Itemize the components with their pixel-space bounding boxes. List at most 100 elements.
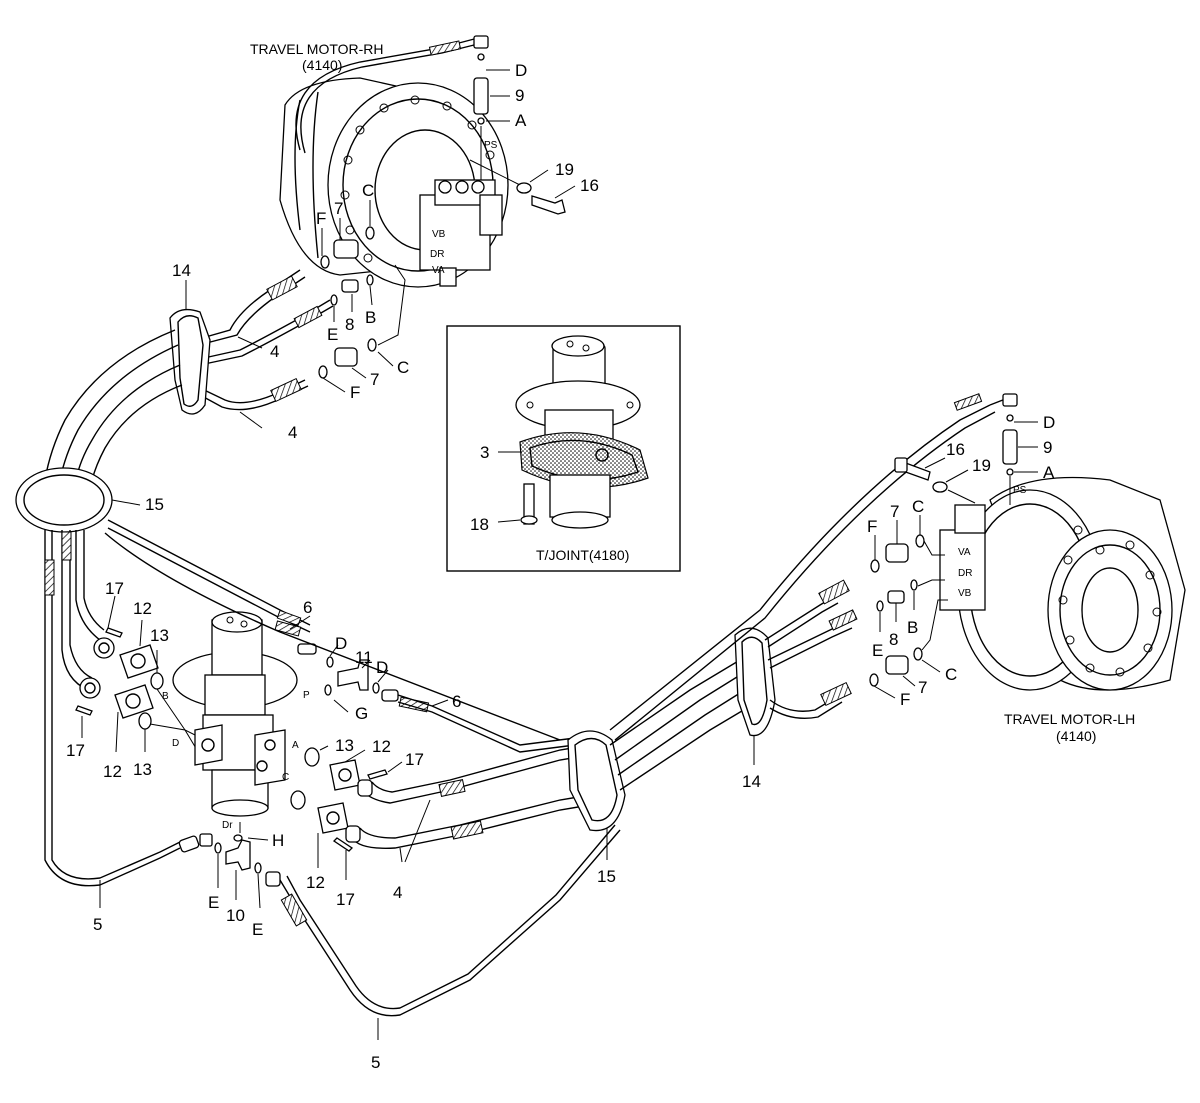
seal-d-rh — [477, 53, 485, 61]
callout-lh-9: 9 — [1043, 438, 1052, 457]
bolt-17-b — [75, 705, 93, 716]
motor-rh-bolt-circle — [340, 95, 495, 263]
callout-lh-c: C — [945, 665, 957, 684]
clamp-14-rh — [169, 308, 211, 415]
tee-10 — [225, 839, 251, 871]
oring-13-a — [150, 672, 164, 690]
washer-19-lh — [932, 481, 948, 493]
clamp-15-left — [15, 467, 113, 533]
motor-lh-title: TRAVEL MOTOR-LH — [1004, 711, 1135, 727]
callout-17-a: 17 — [105, 579, 124, 598]
fitting-7-lh-top — [885, 543, 909, 563]
callout-rh-7-top: 7 — [334, 199, 343, 218]
motor-lh-code: (4140) — [1056, 728, 1096, 744]
callout-e2: E — [252, 920, 263, 939]
callout-rh-e: E — [327, 325, 338, 344]
port-vb-lh: VB — [958, 588, 972, 599]
callout-rh-f: F — [350, 383, 360, 402]
bolt-16-rh — [531, 195, 566, 215]
flange-12-d — [317, 802, 349, 834]
motor-rh-title: TRAVEL MOTOR-RH — [250, 41, 384, 57]
callout-rh-a: A — [515, 111, 527, 130]
callout-12-a: 12 — [133, 599, 152, 618]
motor-lh-bolt-circle — [1058, 525, 1162, 677]
port-vb-rh: VB — [432, 229, 446, 240]
check-valve-9-lh — [1002, 429, 1018, 465]
callout-rh-4a: 4 — [270, 342, 279, 361]
motor-rh-code: (4140) — [302, 57, 342, 73]
callout-17-c: 17 — [405, 750, 424, 769]
fitting-7-lh — [885, 655, 909, 675]
clamp-14-right — [734, 627, 776, 737]
callout-10: 10 — [226, 906, 245, 925]
tjoint-caption: T/JOINT(4180) — [536, 547, 629, 563]
callout-lh-16: 16 — [946, 440, 965, 459]
callout-lh-d: D — [1043, 413, 1055, 432]
port-dr-lh: DR — [958, 568, 972, 579]
callout-14: 14 — [742, 772, 761, 791]
callout-lh-e: E — [872, 641, 883, 660]
fitting-7-rh-top — [333, 239, 359, 259]
bolt-17-a — [105, 627, 123, 638]
callout-rh-19: 19 — [555, 160, 574, 179]
callout-inset-18: 18 — [470, 515, 489, 534]
callout-rh-f-top: F — [316, 209, 326, 228]
port-va-rh: VA — [432, 265, 445, 276]
hose-bundle-left-arc — [44, 329, 183, 481]
flange-12-c — [329, 759, 361, 791]
check-valve-9-rh — [473, 77, 489, 115]
callout-12-b: 12 — [103, 762, 122, 781]
callout-rh-7: 7 — [370, 370, 379, 389]
callout-13-c: 13 — [335, 736, 354, 755]
tj-port-dr: Dr — [222, 820, 233, 831]
callout-lh-a: A — [1043, 463, 1055, 482]
hose-4-bottom — [345, 744, 591, 849]
callout-g: G — [355, 704, 368, 723]
tee-11 — [337, 659, 369, 691]
callout-5-bot: 5 — [371, 1053, 380, 1072]
callout-rh-8: 8 — [345, 315, 354, 334]
clamp-15-bottom — [567, 730, 626, 832]
washer-19-rh — [516, 182, 532, 194]
port-dr-rh: DR — [430, 249, 444, 260]
fitting-8-lh — [887, 590, 905, 604]
callout-13-b: 13 — [133, 760, 152, 779]
callout-lh-8: 8 — [889, 630, 898, 649]
callout-rh-d: D — [515, 61, 527, 80]
bolt-17-d — [332, 837, 354, 852]
callout-e1: E — [208, 893, 219, 912]
callout-4: 4 — [393, 883, 402, 902]
callout-17-d: 17 — [336, 890, 355, 909]
callout-12-d: 12 — [306, 873, 325, 892]
rh-ps-mark: PS — [484, 140, 498, 151]
callout-rh-9: 9 — [515, 86, 524, 105]
callout-rh-b: B — [365, 308, 376, 327]
callout-12-c: 12 — [372, 737, 391, 756]
flange-12-a — [119, 644, 159, 679]
callout-15-bot: 15 — [597, 867, 616, 886]
callout-lh-f: F — [900, 690, 910, 709]
callout-lh-7-top: 7 — [890, 502, 899, 521]
tj-port-d: D — [172, 738, 179, 749]
tj-port-b: B — [162, 691, 169, 702]
tj-port-a: A — [292, 740, 299, 751]
travel-motor-lh: VA DR VB — [939, 476, 1186, 691]
oring-13-b — [138, 712, 152, 730]
callout-lh-19: 19 — [972, 456, 991, 475]
tj-port-p: P — [303, 690, 310, 701]
lh-ps-mark: PS — [1013, 485, 1027, 496]
callout-rh-16: 16 — [580, 176, 599, 195]
callout-6-bot: 6 — [452, 692, 461, 711]
callout-lh-c-top: C — [912, 497, 924, 516]
tj-port-c: C — [282, 772, 289, 783]
hose-bundle-rh — [194, 269, 334, 411]
callout-lh-f-top: F — [867, 517, 877, 536]
callout-d2: D — [376, 658, 388, 677]
callout-rh-14: 14 — [172, 261, 191, 280]
tjoint-inset — [446, 325, 681, 572]
callout-5-left: 5 — [93, 915, 102, 934]
callout-rh-c: C — [397, 358, 409, 377]
callout-rh-4b: 4 — [288, 423, 297, 442]
callout-15-left: 15 — [145, 495, 164, 514]
